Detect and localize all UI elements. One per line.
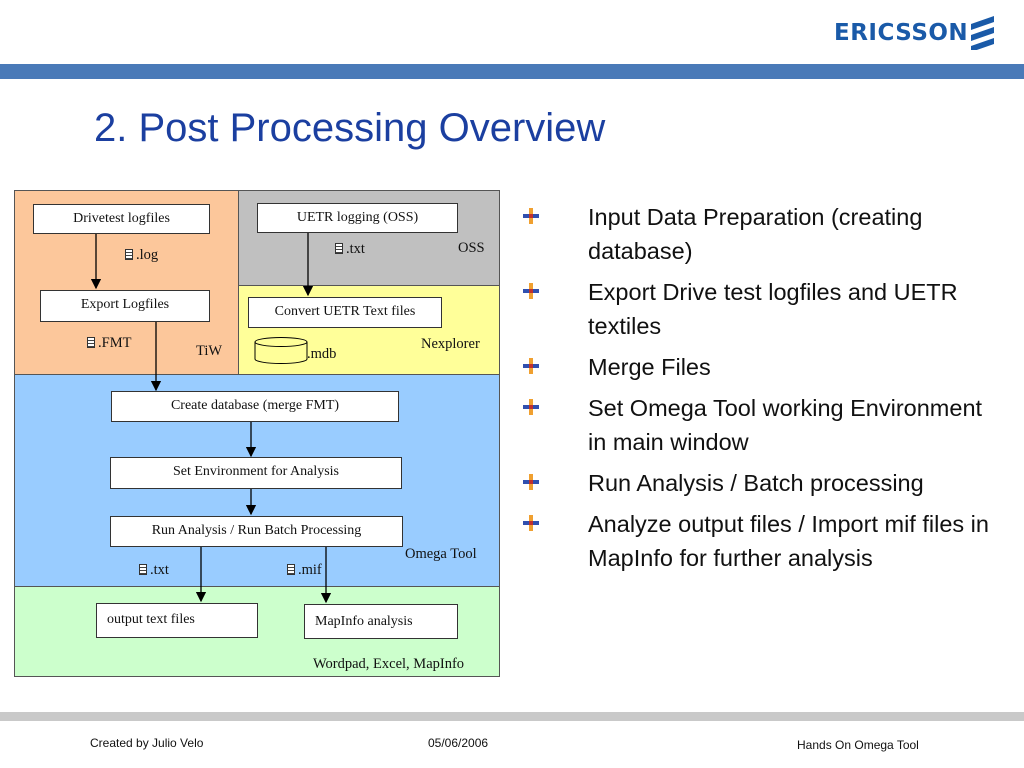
drivetest-logfiles-box: Drivetest logfiles (33, 204, 210, 234)
tiw-label: TiW (196, 343, 223, 359)
bullet-icon (523, 283, 539, 299)
file-txt-output-label: .txt (139, 562, 169, 579)
slide-title: 2. Post Processing Overview (94, 106, 606, 150)
create-database-box: Create database (merge FMT) (111, 391, 399, 422)
file-fmt-label: .FMT (87, 335, 131, 352)
footer-bar (0, 712, 1024, 721)
footer-course: Hands On Omega Tool (797, 738, 919, 752)
convert-uetr-box: Convert UETR Text files (248, 297, 442, 328)
bullet-icon (523, 208, 539, 224)
nexplorer-label: Nexplorer (421, 336, 480, 352)
uetr-logging-box: UETR logging (OSS) (257, 203, 458, 233)
bullet-icon (523, 399, 539, 415)
database-icon (254, 337, 308, 364)
output-tools-label: Wordpad, Excel, MapInfo (313, 656, 465, 672)
footer-date: 05/06/2006 (428, 736, 489, 750)
file-mdb-label: .mdb (307, 346, 337, 362)
file-txt-oss-label: .txt (335, 241, 365, 258)
file-icon (139, 564, 147, 575)
bullet-item: Set Omega Tool working Environment in ma… (518, 391, 998, 459)
file-icon (335, 243, 343, 254)
output-text-files-box: output text files (96, 603, 258, 638)
set-environment-box: Set Environment for Analysis (110, 457, 402, 489)
file-icon (287, 564, 295, 575)
bullet-item: Export Drive test logfiles and UETR text… (518, 275, 998, 343)
bullet-list: Input Data Preparation (creating databas… (518, 200, 998, 582)
export-logfiles-box: Export Logfiles (40, 290, 210, 322)
oss-label: OSS (458, 240, 485, 256)
file-mif-label: .mif (287, 562, 322, 579)
footer-author: Created by Julio Velo (90, 736, 204, 750)
ericsson-logo-text: ERICSSON (834, 20, 969, 46)
ericsson-logo-icon (971, 16, 994, 50)
file-icon (125, 249, 133, 260)
bullet-icon (523, 358, 539, 374)
header-bar (0, 64, 1024, 79)
bullet-icon (523, 515, 539, 531)
bullet-item: Input Data Preparation (creating databas… (518, 200, 998, 268)
bullet-item: Run Analysis / Batch processing (518, 466, 998, 500)
mapinfo-analysis-box: MapInfo analysis (304, 604, 458, 639)
run-analysis-box: Run Analysis / Run Batch Processing (110, 516, 403, 547)
file-icon (87, 337, 95, 348)
bullet-icon (523, 474, 539, 490)
omega-tool-label: Omega Tool (405, 546, 477, 562)
bullet-item: Merge Files (518, 350, 998, 384)
bullet-item: Analyze output files / Import mif files … (518, 507, 998, 575)
file-log-label: .log (125, 247, 158, 264)
